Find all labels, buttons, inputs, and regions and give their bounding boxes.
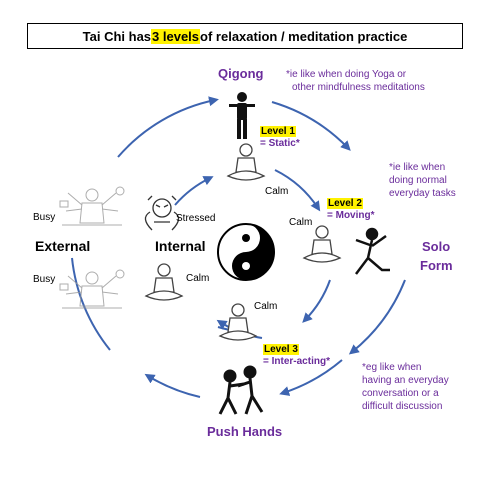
outer-cycle-arrows <box>71 96 406 398</box>
inner-arrow-right-top <box>274 169 321 212</box>
solo-form-note: *ie like when doing normal everyday task… <box>389 161 456 200</box>
level-3-tag: Level 3 <box>263 344 299 355</box>
solo-note-line: everyday tasks <box>389 188 456 199</box>
inner-arrow-right-bottom <box>302 279 331 323</box>
calm-label: Calm <box>289 217 313 228</box>
standing-qigong-figure-icon <box>229 92 255 139</box>
level-3-label: Level 3 = Inter-acting* <box>263 344 330 367</box>
qigong-label: Qigong <box>218 66 264 81</box>
qigong-note-line: other mindfulness meditations <box>292 82 425 93</box>
solo-form-label-line1: Solo <box>422 239 451 254</box>
meditating-figure-icon <box>144 143 342 341</box>
push-note-line: conversation or a <box>362 388 439 399</box>
external-label: External <box>35 238 91 254</box>
outer-arrow-right <box>348 279 406 355</box>
level-2-label: Level 2 = Moving* <box>327 198 375 221</box>
outer-arrow-bottom-right <box>279 359 343 396</box>
level-2-tag: Level 2 <box>327 198 363 209</box>
inner-arrow-top <box>174 176 214 206</box>
outer-arrow-top-right <box>271 101 351 151</box>
calm-label: Calm <box>265 186 289 197</box>
solo-form-label-line2: Form <box>420 258 453 273</box>
title-highlight: 3 levels <box>151 28 201 44</box>
level-2-desc: = Moving* <box>327 209 375 221</box>
push-note-line: *eg like when <box>362 362 422 373</box>
outer-arrow-top-left <box>117 96 219 158</box>
stressed-label: Stressed <box>176 213 216 224</box>
internal-label: Internal <box>155 238 206 254</box>
push-hands-note: *eg like when having an everyday convers… <box>362 361 449 413</box>
solo-note-line: *ie like when <box>389 162 446 173</box>
push-note-line: having an everyday <box>362 375 449 386</box>
title-text-end: of relaxation / meditation practice <box>200 28 408 44</box>
diagram-title: Tai Chi has 3 levels of relaxation / med… <box>27 23 463 49</box>
tai-chi-solo-figure-icon <box>355 227 390 275</box>
busy-label-top: Busy <box>33 212 56 223</box>
busy-multitasking-person-icon <box>59 186 125 309</box>
outer-arrow-left <box>71 257 111 351</box>
qigong-note: *ie like when doing Yoga or other mindfu… <box>286 68 425 94</box>
solo-note-line: doing normal <box>389 175 447 186</box>
qigong-note-line: *ie like when doing Yoga or <box>286 69 407 80</box>
yin-yang-icon <box>217 223 275 281</box>
title-text-start: Tai Chi has <box>82 28 152 44</box>
outer-arrow-bottom-left <box>144 373 201 398</box>
level-1-desc: = Static* <box>260 137 300 149</box>
busy-label-bottom: Busy <box>33 274 56 285</box>
push-note-line: difficult discussion <box>362 401 443 412</box>
level-1-label: Level 1 = Static* <box>260 126 300 149</box>
level-1-tag: Level 1 <box>260 126 296 137</box>
level-3-desc: = Inter-acting* <box>263 355 330 367</box>
calm-label: Calm <box>254 301 278 312</box>
inner-cycle-arrows <box>174 169 331 339</box>
stressed-person-icon <box>144 195 180 231</box>
calm-label: Calm <box>186 273 210 284</box>
push-hands-figures-icon <box>218 365 264 415</box>
push-hands-label: Push Hands <box>207 424 283 439</box>
